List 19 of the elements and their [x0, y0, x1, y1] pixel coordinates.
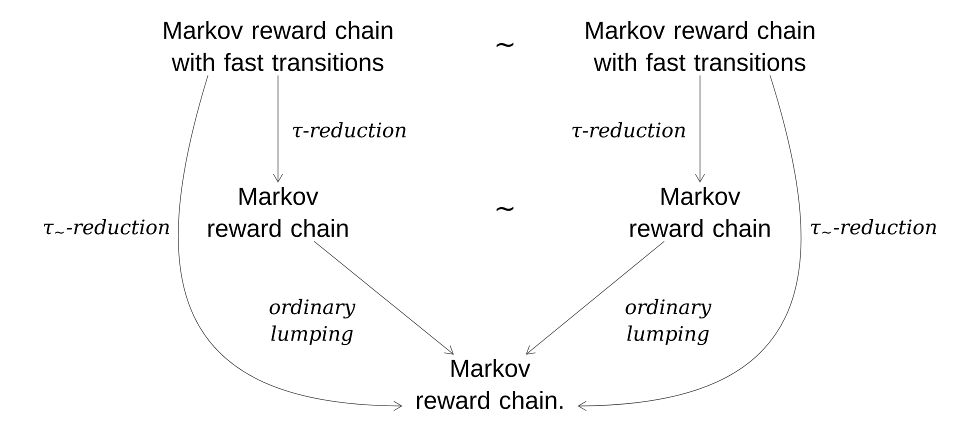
node-text: Markov reward chain	[630, 186, 770, 238]
arrow	[695, 75, 705, 183]
arrow	[314, 241, 454, 355]
arrow	[273, 75, 283, 183]
node-text: Markov reward chain	[208, 186, 348, 238]
equivalence-symbol: ∼	[496, 206, 514, 212]
edge-label: τ$_{∼}$-reduction	[810, 218, 936, 234]
node-text: Markov reward chain.	[416, 358, 562, 410]
edge-label: τ-reduction	[572, 122, 685, 138]
equivalence-symbol: ∼	[496, 42, 514, 48]
arrow	[178, 75, 402, 411]
edge-label: τ-reduction	[292, 122, 406, 138]
node-text: Markov reward chain with fast transitions	[164, 20, 392, 72]
node-text: Markov reward chain with fast transitions	[586, 20, 814, 72]
edge-label: ordinary lumping	[270, 298, 356, 346]
edge-label: ordinary lumping	[626, 298, 712, 346]
arrow	[578, 75, 802, 411]
arrow	[526, 241, 665, 355]
edge-label: τ$_{∼}$-reduction	[44, 218, 169, 234]
